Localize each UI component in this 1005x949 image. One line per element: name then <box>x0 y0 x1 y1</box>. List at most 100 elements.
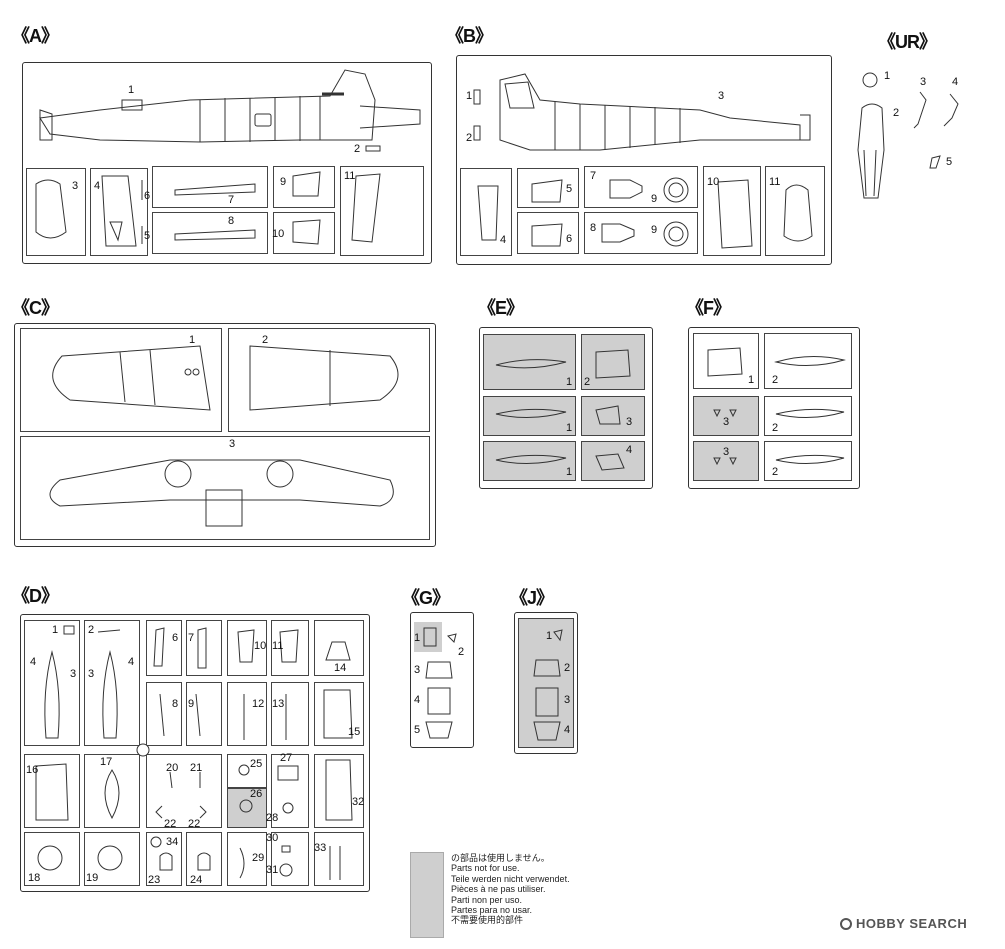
sprue-g-label: 《G》 <box>402 588 450 608</box>
part-d-2: 2 <box>88 624 95 636</box>
sprue-f-cell-3a <box>693 396 759 436</box>
part-d-23: 23 <box>148 874 161 886</box>
part-d-7: 7 <box>188 632 195 644</box>
part-f-1: 1 <box>748 374 755 386</box>
legend-line: Pièces à ne pas utiliser. <box>451 884 546 895</box>
sprue-d-cell-15 <box>314 682 364 746</box>
part-d-19: 19 <box>86 872 99 884</box>
part-b-11: 11 <box>769 176 781 188</box>
part-d-10: 10 <box>254 640 267 652</box>
sprue-ur-label: 《UR》 <box>878 32 937 52</box>
sprue-b-cell-4 <box>460 168 512 256</box>
part-d-27: 27 <box>280 752 293 764</box>
part-g-2: 2 <box>458 646 465 658</box>
part-d-9: 9 <box>188 698 195 710</box>
sprue-j-cell <box>518 618 574 748</box>
sprue-c-label: 《C》 <box>12 298 59 318</box>
part-g-4: 4 <box>414 694 421 706</box>
sprue-d-cell-19 <box>84 832 140 886</box>
unused-parts-swatch <box>410 852 444 938</box>
sprue-f-label: 《F》 <box>686 298 731 318</box>
hobby-search-icon <box>840 918 852 930</box>
part-e-1c: 1 <box>566 466 573 478</box>
part-d-15: 15 <box>348 726 361 738</box>
part-j-3: 3 <box>564 694 571 706</box>
part-b-9b: 9 <box>651 224 658 236</box>
part-a-3: 3 <box>72 180 79 192</box>
sprue-d-cell-11 <box>271 620 309 676</box>
legend-line: Teile werden nicht verwendet. <box>451 873 570 884</box>
sprue-d-cell-29 <box>227 832 267 886</box>
sprue-e-cell-3 <box>581 396 645 436</box>
part-d-4b: 4 <box>128 656 135 668</box>
part-c-3: 3 <box>229 438 236 450</box>
sprue-a-label: 《A》 <box>12 26 59 46</box>
sprue-c-cell-3 <box>20 436 430 540</box>
sprue-a-cell-9 <box>273 166 335 208</box>
part-a-4: 4 <box>94 180 101 192</box>
part-d-4a: 4 <box>30 656 37 668</box>
part-d-18: 18 <box>28 872 41 884</box>
sprue-d-cell-9 <box>186 682 222 746</box>
sprue-d-cell-32 <box>314 754 364 828</box>
part-g-1: 1 <box>414 632 421 644</box>
sprue-f-cell-2c <box>764 441 852 481</box>
sprue-d-cell-24 <box>186 832 222 886</box>
part-d-25: 25 <box>250 758 263 770</box>
part-d-12: 12 <box>252 698 265 710</box>
part-a-1: 1 <box>128 84 135 96</box>
part-d-33: 33 <box>314 842 327 854</box>
sprue-g-cell-1 <box>414 622 442 652</box>
sprue-e-label: 《E》 <box>478 298 524 318</box>
sprue-f-cell-3b <box>693 441 759 481</box>
sprue-d-cell-12 <box>227 682 267 746</box>
part-d-29: 29 <box>252 852 265 864</box>
legend-line: Partes para no usar. <box>451 905 533 916</box>
part-b-4: 4 <box>500 234 507 246</box>
legend-line: Parts not for use. <box>451 863 520 874</box>
part-b-8: 8 <box>590 222 597 234</box>
part-a-2: 2 <box>354 143 361 155</box>
part-d-6: 6 <box>172 632 179 644</box>
sprue-d-cell-7 <box>186 620 222 676</box>
part-d-22b: 22 <box>188 818 201 830</box>
part-b-5: 5 <box>566 183 573 195</box>
part-d-16: 16 <box>26 764 39 776</box>
part-j-4: 4 <box>564 724 571 736</box>
legend-line: 不需要使用的部件 <box>451 915 524 926</box>
part-ur-3: 3 <box>920 76 927 88</box>
sprue-d-cell-25 <box>227 754 267 788</box>
sprue-d-cell-16 <box>24 754 80 828</box>
sprue-j-label: 《J》 <box>510 588 554 608</box>
part-e-1b: 1 <box>566 422 573 434</box>
part-c-2: 2 <box>262 334 269 346</box>
part-a-6: 6 <box>144 190 151 202</box>
part-e-2: 2 <box>584 376 591 388</box>
part-d-26: 26 <box>250 788 263 800</box>
sprue-d-cell-18 <box>24 832 80 886</box>
part-ur-4: 4 <box>952 76 959 88</box>
part-d-28: 28 <box>266 812 279 824</box>
part-d-13: 13 <box>272 698 285 710</box>
legend-line: の部品は使用しません。 <box>451 853 550 863</box>
sprue-e-cell-2 <box>581 334 645 390</box>
part-f-3a: 3 <box>723 416 730 428</box>
part-e-4: 4 <box>626 444 633 456</box>
sprue-f-cell-1 <box>693 333 759 389</box>
part-d-14: 14 <box>334 662 347 674</box>
part-d-3a: 3 <box>70 668 77 680</box>
part-d-30: 30 <box>266 832 279 844</box>
watermark: HOBBY SEARCH <box>840 916 967 931</box>
part-b-10: 10 <box>707 176 720 188</box>
part-ur-5: 5 <box>946 156 953 168</box>
part-d-1: 1 <box>52 624 59 636</box>
sprue-b-cell-7 <box>584 166 698 208</box>
part-d-21: 21 <box>190 762 203 774</box>
